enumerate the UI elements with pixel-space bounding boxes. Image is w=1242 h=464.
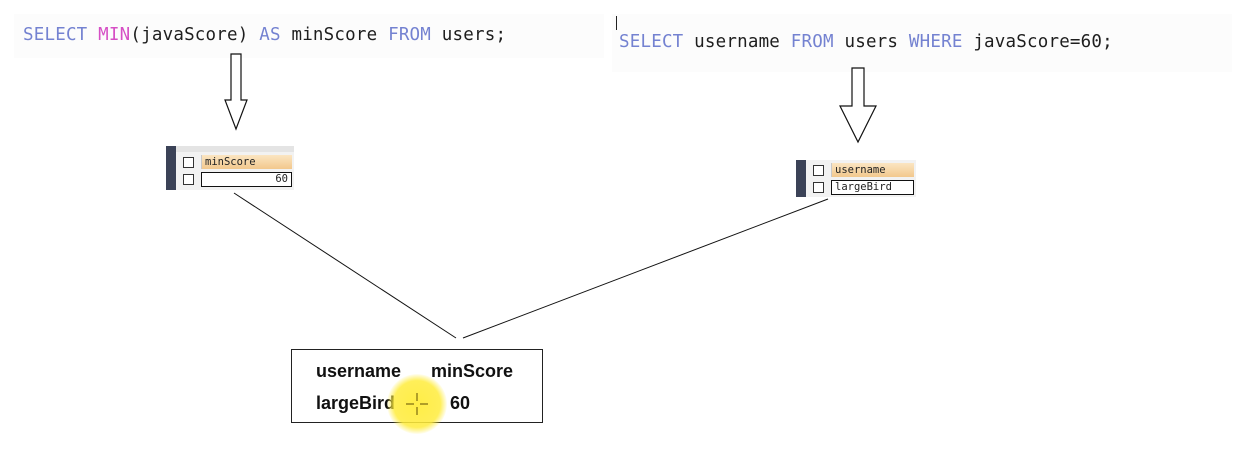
cell-minscore-value[interactable]: 60	[201, 171, 292, 187]
column-header-minscore[interactable]: minScore	[201, 155, 292, 169]
grid-data-row: largeBird	[808, 179, 914, 195]
sql-column: username	[683, 32, 791, 52]
down-arrow-icon	[224, 53, 248, 131]
combined-header-minscore: minScore	[431, 361, 514, 381]
cursor-crosshair-icon	[406, 393, 428, 415]
sql-condition: javaScore=60;	[962, 32, 1113, 52]
text-caret	[616, 16, 617, 30]
column-header-username[interactable]: username	[831, 163, 914, 177]
function-min: MIN	[98, 25, 131, 45]
grid-frame-bar	[166, 146, 176, 190]
keyword-select: SELECT	[619, 32, 684, 52]
connector-line-right	[462, 198, 829, 339]
checkbox-icon[interactable]	[813, 164, 824, 176]
checkbox-icon[interactable]	[183, 173, 194, 185]
grid-data-row: 60	[178, 171, 292, 187]
combined-header-username: username	[316, 361, 402, 381]
down-arrow-icon	[839, 67, 877, 144]
sql-query-min: SELECT MIN(javaScore) AS minScore FROM u…	[14, 14, 604, 58]
sql-arg: (javaScore)	[130, 25, 260, 45]
keyword-from: FROM	[388, 25, 432, 45]
sql-query-where: SELECT username FROM users WHERE javaSco…	[612, 14, 1232, 72]
grid-frame-bar	[796, 160, 806, 197]
combined-value-username: largeBird	[316, 393, 396, 413]
sql-table: users	[833, 32, 909, 52]
result-grid-min: minScore 60	[166, 146, 294, 190]
cell-username-value[interactable]: largeBird	[831, 179, 914, 195]
grid-toolbar-strip	[176, 146, 294, 152]
keyword-select: SELECT	[23, 25, 88, 45]
grid-header-row: minScore	[178, 154, 292, 170]
connector-line-left	[233, 192, 457, 339]
sql-alias: minScore	[280, 25, 389, 45]
sql-table: users;	[431, 25, 507, 45]
checkbox-icon[interactable]	[183, 156, 194, 168]
keyword-where: WHERE	[908, 32, 963, 52]
combined-value-minscore: 60	[450, 393, 471, 413]
result-grid-username: username largeBird	[796, 160, 916, 197]
keyword-from: FROM	[790, 32, 834, 52]
grid-header-row: username	[808, 162, 914, 178]
sql-line-where: SELECT username FROM users WHERE javaSco…	[619, 32, 1113, 52]
sql-line-min: SELECT MIN(javaScore) AS minScore FROM u…	[23, 25, 506, 45]
checkbox-icon[interactable]	[813, 181, 824, 193]
keyword-as: AS	[259, 25, 281, 45]
cursor-highlight	[387, 374, 447, 434]
